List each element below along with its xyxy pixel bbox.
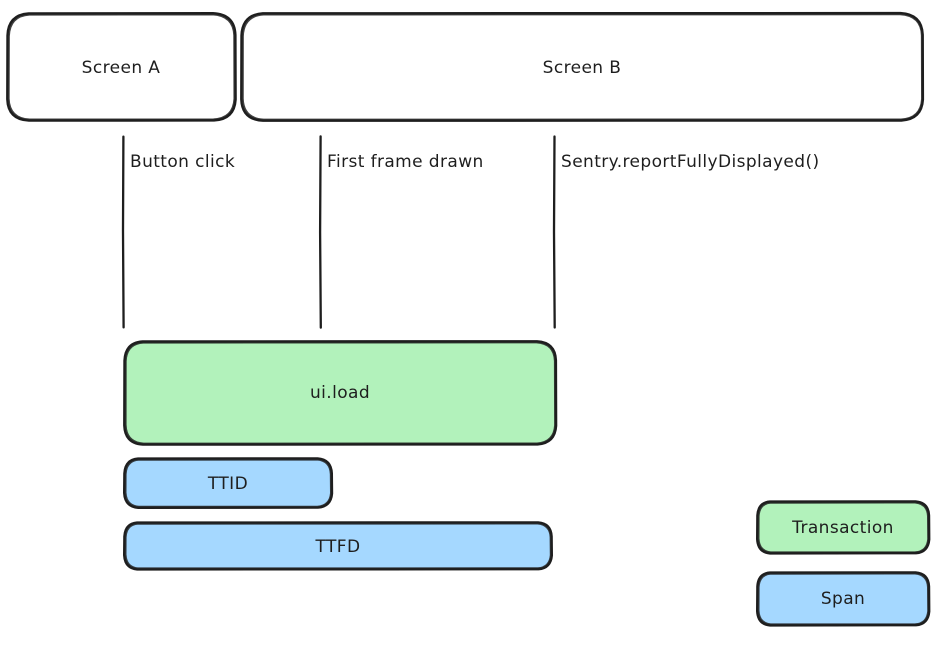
screen-a-box[interactable] (6, 12, 237, 122)
marker-line-button-click (121, 135, 125, 329)
marker-line-report-fully-displayed (552, 135, 556, 329)
bar-ui-load-shape[interactable] (123, 340, 558, 446)
bar-ttfd-shape[interactable] (123, 521, 553, 571)
screen-b-box[interactable] (240, 11, 925, 122)
bar-ttid-shape[interactable] (123, 457, 334, 509)
marker-line-first-frame-drawn (318, 135, 322, 329)
legend-span-shape[interactable] (756, 571, 931, 627)
legend-transaction-shape[interactable] (756, 500, 931, 555)
